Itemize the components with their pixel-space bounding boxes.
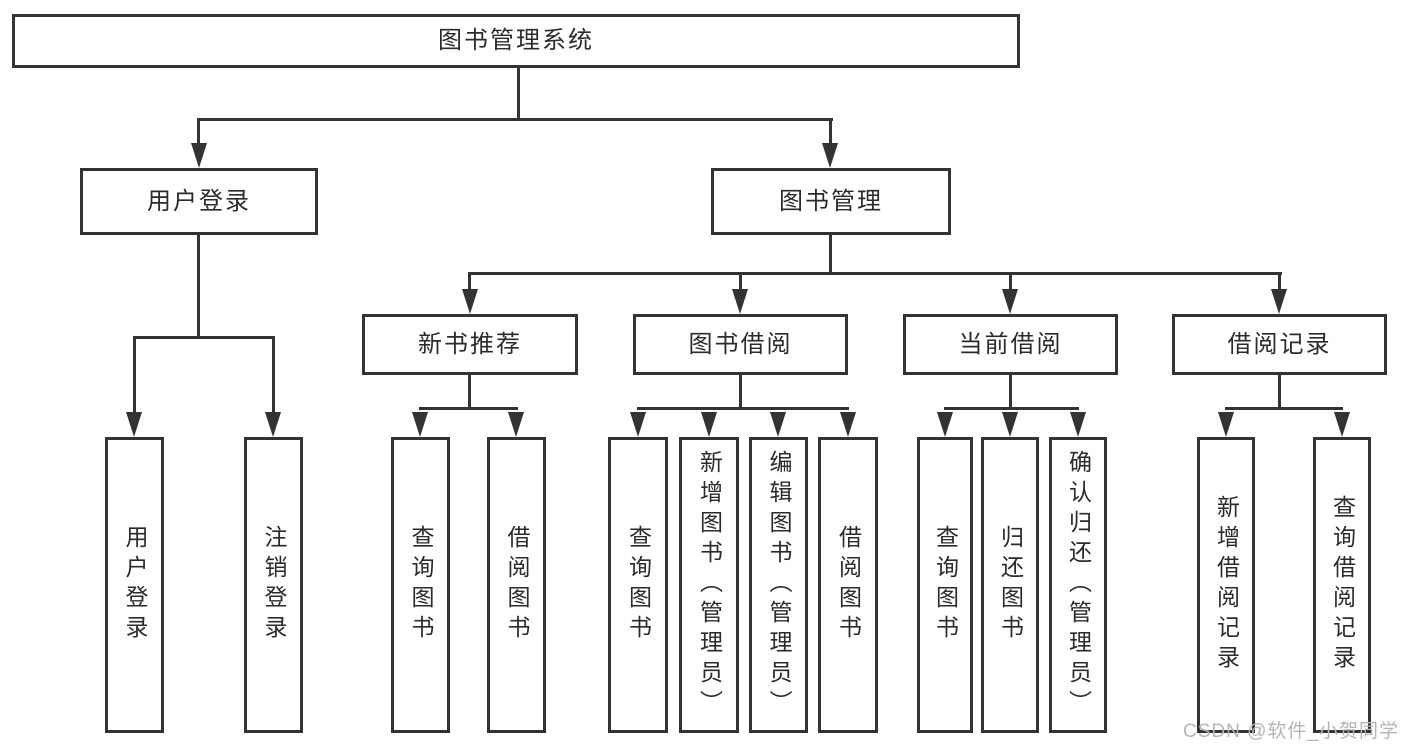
leaf-add-book-admin: 新增图书（管理员） [679, 437, 739, 733]
connector-arrow [732, 289, 748, 314]
leaf-logout: 注销登录 [244, 437, 303, 733]
connector-bar [133, 336, 275, 339]
node-user-login: 用户登录 [80, 168, 318, 235]
connector-stem [468, 375, 471, 410]
csdn-watermark: CSDN @软件_小贺同学 [1183, 721, 1399, 742]
connector-bar [197, 118, 833, 121]
connector-bar [470, 272, 1282, 275]
leaf-borrow-book-recommend: 借阅图书 [487, 437, 546, 733]
leaf-add-borrow-record: 新增借阅记录 [1197, 437, 1255, 733]
node-book-management: 图书管理 [711, 168, 951, 235]
connector-drop [468, 272, 471, 291]
connector-arrow [937, 412, 953, 437]
leaf-borrow-book: 借阅图书 [818, 437, 878, 733]
connector-bar [944, 407, 1079, 410]
connector-stem [1278, 375, 1281, 410]
connector-drop [272, 336, 275, 414]
connector-bar [419, 407, 518, 410]
connector-arrow [191, 143, 207, 168]
leaf-query-book-current: 查询图书 [917, 437, 973, 733]
connector-stem [517, 68, 520, 121]
connector-stem [829, 235, 832, 275]
connector-arrow [508, 412, 524, 437]
node-current-borrow: 当前借阅 [903, 314, 1118, 375]
connector-arrow [822, 143, 838, 168]
node-borrow-records: 借阅记录 [1172, 314, 1387, 375]
connector-drop [1009, 272, 1012, 291]
leaf-query-book-borrow: 查询图书 [608, 437, 668, 733]
connector-arrow [1002, 412, 1018, 437]
connector-arrow [412, 412, 428, 437]
node-new-book-recommend: 新书推荐 [362, 314, 578, 375]
connector-arrow [840, 412, 856, 437]
connector-arrow [126, 412, 142, 437]
connector-arrow [1334, 412, 1350, 437]
connector-drop [739, 272, 742, 291]
connector-bar [637, 407, 849, 410]
connector-arrow [1218, 412, 1234, 437]
connector-arrow [630, 412, 646, 437]
connector-stem [1009, 375, 1012, 410]
leaf-confirm-return-admin: 确认归还（管理员） [1049, 437, 1107, 733]
leaf-user-login: 用户登录 [105, 437, 164, 733]
connector-arrow [770, 412, 786, 437]
leaf-return-book: 归还图书 [981, 437, 1039, 733]
connector-arrow [1070, 412, 1086, 437]
connector-arrow [701, 412, 717, 437]
connector-drop [133, 336, 136, 414]
leaf-query-borrow-record: 查询借阅记录 [1313, 437, 1371, 733]
connector-stem [739, 375, 742, 410]
connector-bar [1225, 407, 1343, 410]
leaf-edit-book-admin: 编辑图书（管理员） [749, 437, 808, 733]
connector-stem [197, 235, 200, 339]
connector-arrow [265, 412, 281, 437]
connector-arrow [1002, 289, 1018, 314]
connector-drop [829, 118, 832, 146]
node-root: 图书管理系统 [12, 14, 1020, 68]
leaf-query-book-recommend: 查询图书 [391, 437, 450, 733]
connector-drop [197, 118, 200, 146]
connector-arrow [462, 289, 478, 314]
connector-arrow [1271, 289, 1287, 314]
connector-drop [1278, 272, 1281, 291]
node-book-borrow: 图书借阅 [633, 314, 848, 375]
